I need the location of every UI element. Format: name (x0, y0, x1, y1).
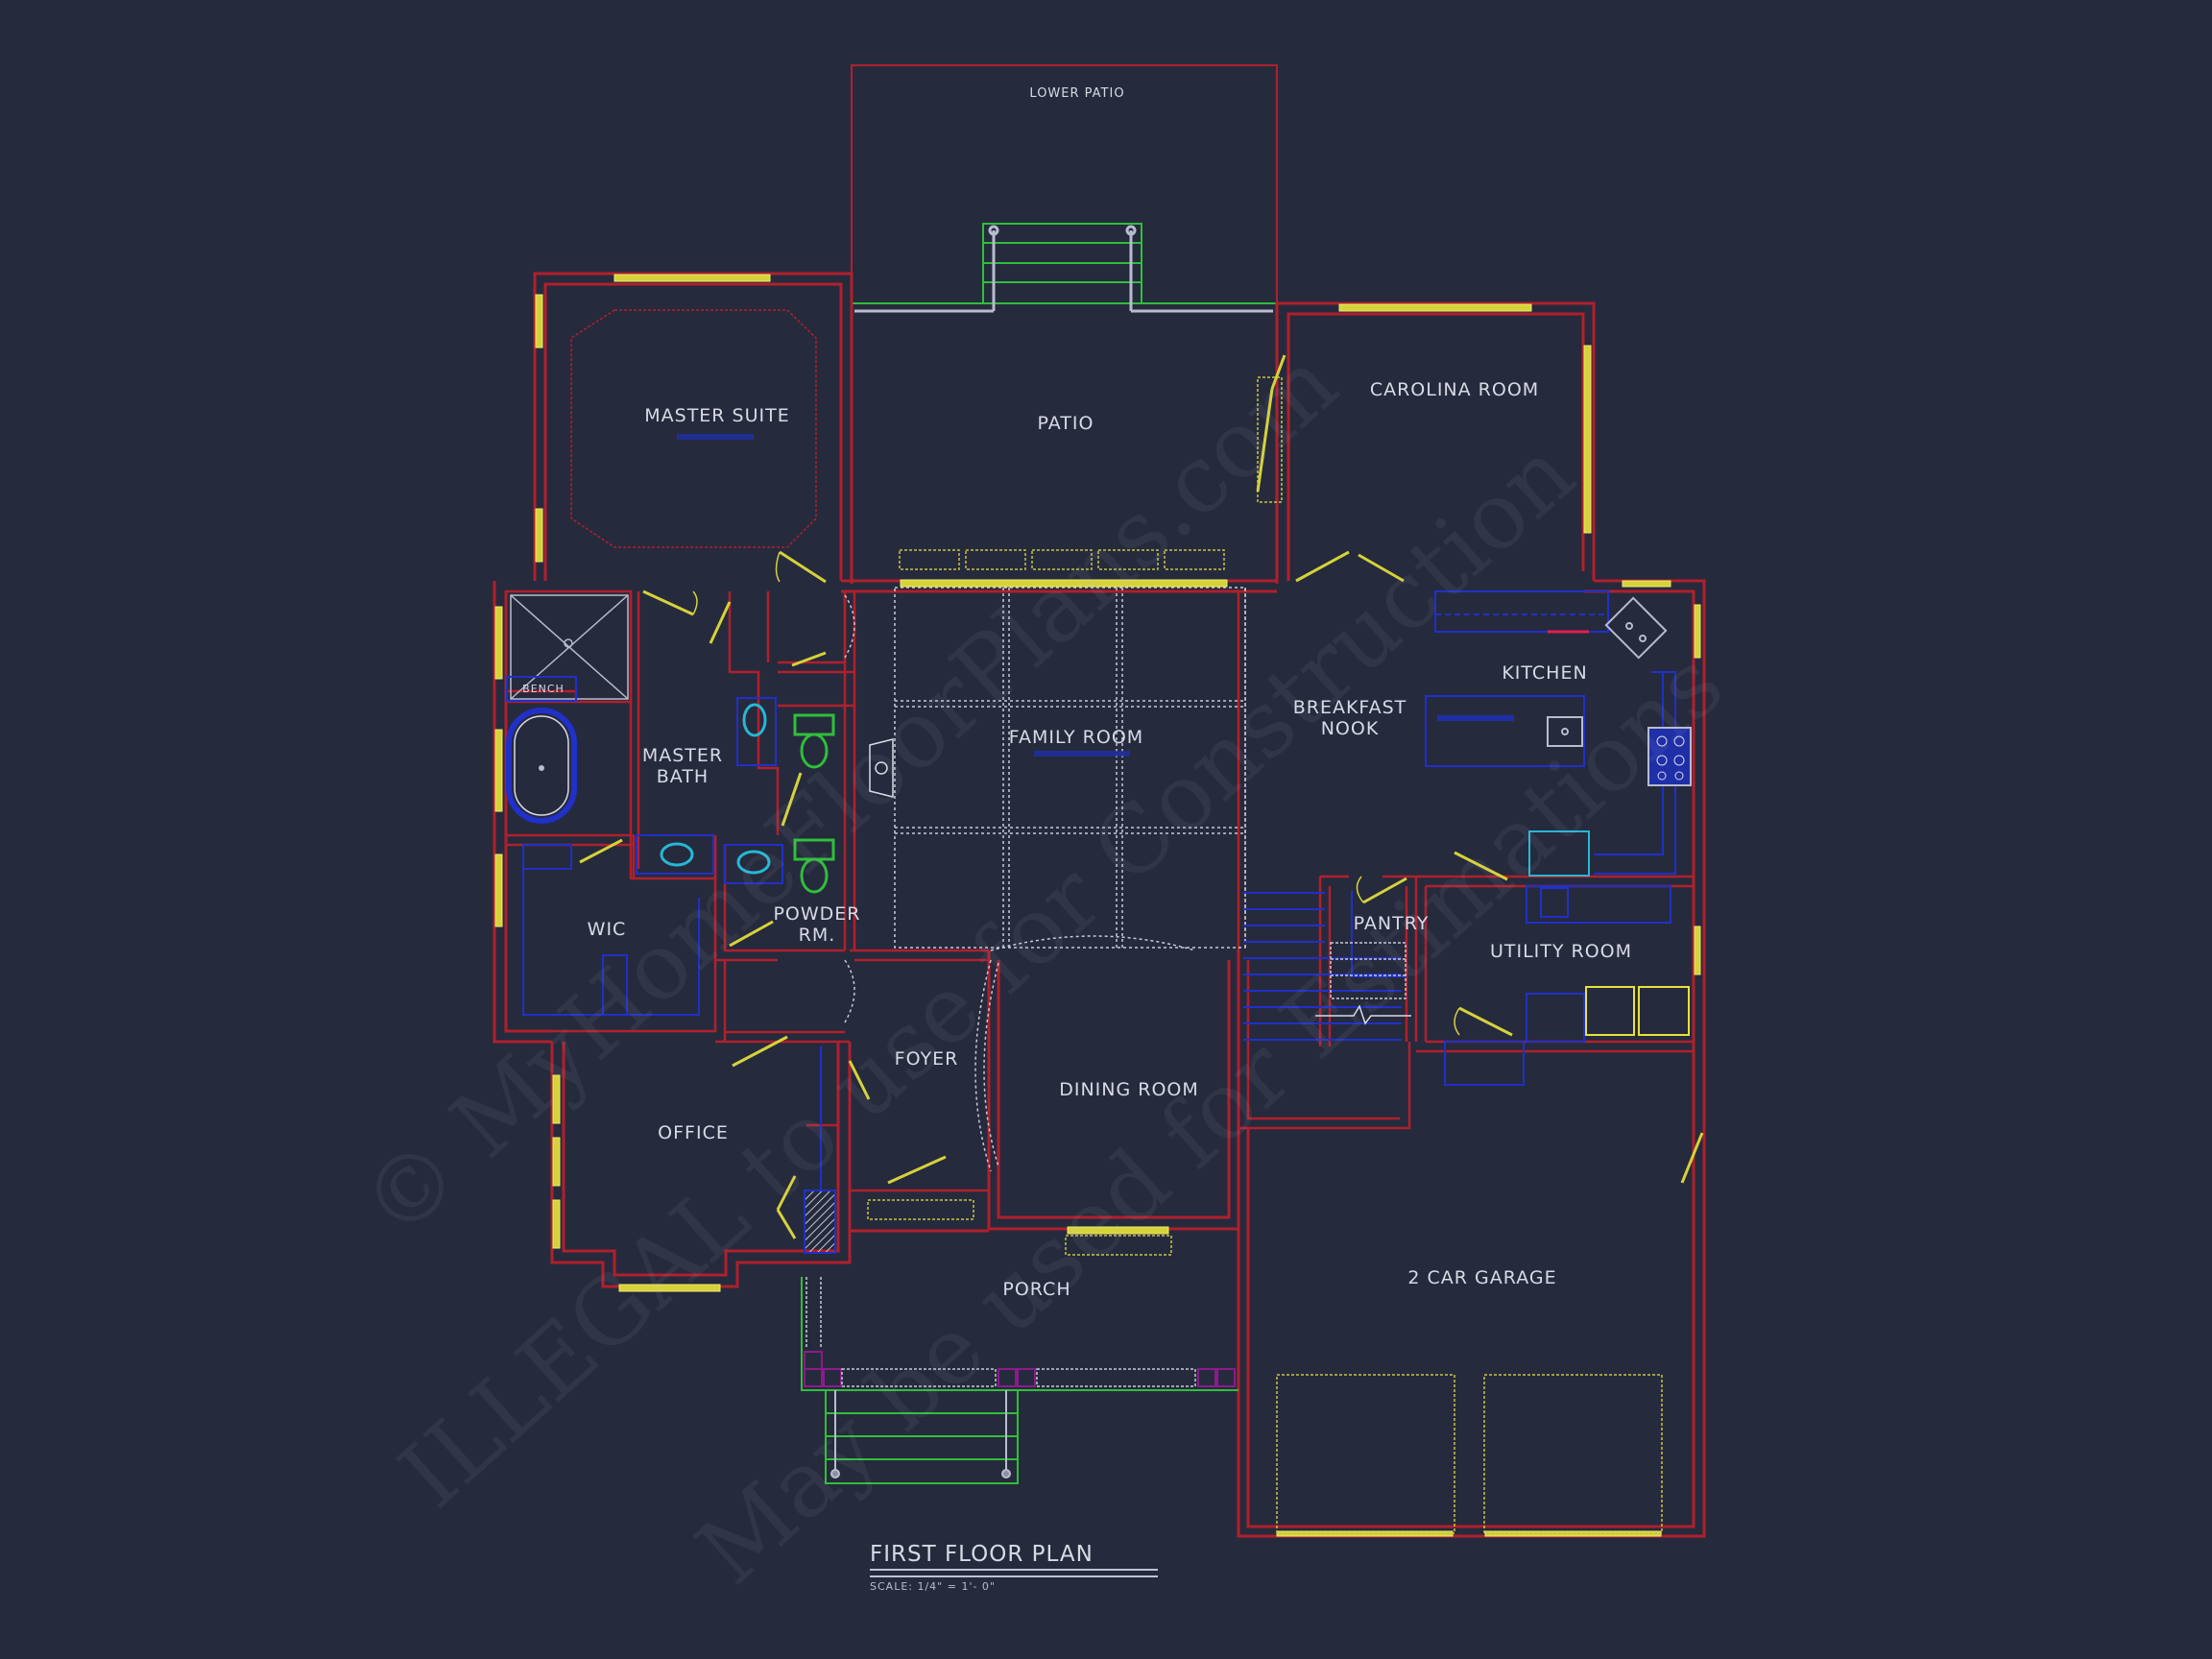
breakfast-line2: NOOK (1320, 718, 1380, 739)
title-underline (870, 1569, 1158, 1577)
toilets (793, 713, 835, 894)
stair-break-line (1315, 1004, 1411, 1025)
master-suite-tray-ceiling (570, 309, 817, 548)
vanity-sinks (636, 697, 783, 884)
range-cooktop (1647, 727, 1692, 786)
drawing-title: FIRST FLOOR PLAN (870, 1542, 1094, 1567)
patio-stairs (852, 223, 1277, 304)
bench (506, 676, 577, 702)
fireplace (869, 738, 894, 798)
doors (579, 354, 1704, 1239)
stairs (1243, 891, 1407, 1041)
kitchen-island-note (1437, 715, 1514, 721)
shower (510, 594, 629, 700)
door-arcs (692, 551, 1460, 1036)
room-label-office: OFFICE (658, 1122, 729, 1143)
room-label-wic: WIC (587, 919, 627, 940)
arched-openings (844, 594, 1196, 1172)
room-label-carolina-room: CAROLINA ROOM (1369, 379, 1540, 400)
room-label-kitchen: KITCHEN (1502, 662, 1588, 684)
pantry-shelves (1330, 942, 1407, 999)
room-label-family-room: FAMILY ROOM (1008, 727, 1144, 748)
exterior-dashed-boxes (867, 376, 1663, 1534)
exterior-walls (493, 272, 1706, 1538)
room-label-master-bath: MASTER BATH (642, 745, 723, 787)
room-label-dining-room: DINING ROOM (1059, 1079, 1199, 1100)
room-label-master-suite: MASTER SUITE (644, 405, 790, 426)
foyer-closet (804, 1046, 836, 1254)
windows (494, 274, 1701, 1537)
room-label-bench: BENCH (522, 683, 565, 695)
porch-stair-rails (830, 1390, 1011, 1479)
drawing-title-block: FIRST FLOOR PLAN SCALE: 1/4" = 1'- 0" (870, 1542, 1158, 1593)
family-room-coffered-ceiling (894, 587, 1246, 949)
room-label-garage: 2 CAR GARAGE (1407, 1267, 1557, 1288)
room-label-powder-room: POWDER RM. (773, 903, 860, 946)
porch-railings (805, 1277, 1196, 1387)
bathtub (506, 708, 577, 824)
room-label-pantry: PANTRY (1353, 913, 1430, 934)
master-bath-line1: MASTER (641, 745, 724, 766)
utility-cabinets (1444, 885, 1671, 1086)
master-bath-line2: BATH (656, 766, 709, 787)
room-label-foyer: FOYER (894, 1048, 959, 1070)
wic-shelving (522, 844, 700, 1016)
room-label-porch: PORCH (1002, 1279, 1071, 1300)
breakfast-line1: BREAKFAST (1292, 697, 1407, 718)
powder-line1: POWDER (773, 903, 861, 925)
porch-stairs (801, 1277, 1238, 1484)
family-room-ceiling-note (1034, 751, 1130, 757)
patio-railings (854, 225, 1273, 313)
powder-line2: RM. (798, 925, 836, 946)
island-prep-sink (1547, 716, 1583, 747)
drawing-scale: SCALE: 1/4" = 1'- 0" (870, 1580, 996, 1593)
lower-patio-outline (851, 64, 1278, 307)
room-label-utility-room: UTILITY ROOM (1489, 941, 1633, 962)
refrigerator (1528, 830, 1590, 877)
kitchen-sink (1604, 596, 1668, 660)
room-label-lower-patio: LOWER PATIO (1029, 86, 1125, 101)
master-suite-ceiling-note (677, 434, 754, 440)
room-label-breakfast-nook: BREAKFAST NOOK (1293, 697, 1407, 739)
porch-columns (804, 1351, 1236, 1387)
washer-dryer (1585, 986, 1690, 1036)
room-label-patio: PATIO (1037, 413, 1094, 434)
